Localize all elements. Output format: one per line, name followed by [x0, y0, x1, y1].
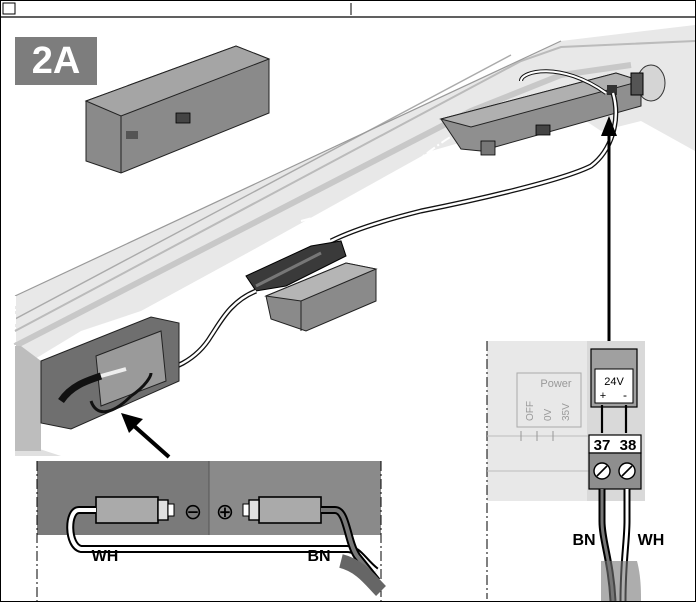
header-checkbox	[2, 2, 16, 15]
detail-wire-wh-label: WH	[92, 548, 119, 565]
switch-label-0v: 0V	[543, 408, 554, 421]
wire-wh-label: WH	[638, 532, 665, 549]
motor-housing	[40, 316, 180, 430]
terminal-37-label: 37	[594, 437, 611, 454]
arrow-to-motor-connector	[121, 413, 171, 459]
plus-icon: ⊕	[216, 500, 234, 525]
loose-cover	[84, 45, 271, 174]
mounting-clip	[264, 262, 378, 332]
minus-label: -	[623, 388, 627, 402]
wire-bn-label: BN	[572, 532, 595, 549]
terminal-38-label: 38	[620, 437, 637, 454]
arrow-to-receiver	[601, 116, 617, 349]
power-title: Power	[540, 378, 572, 390]
connector-detail-panel	[36, 461, 387, 601]
power-control-panel	[486, 341, 645, 601]
receiver-box	[439, 64, 666, 156]
step-badge: 2A	[15, 37, 97, 85]
switch-label-off: OFF	[525, 401, 536, 421]
minus-icon: ⊖	[184, 500, 202, 525]
plus-label: +	[600, 390, 606, 402]
switch-label-35v: 35V	[561, 403, 572, 421]
detail-wire-bn-label: BN	[307, 548, 330, 565]
connector-voltage-label: 24V	[604, 376, 624, 388]
